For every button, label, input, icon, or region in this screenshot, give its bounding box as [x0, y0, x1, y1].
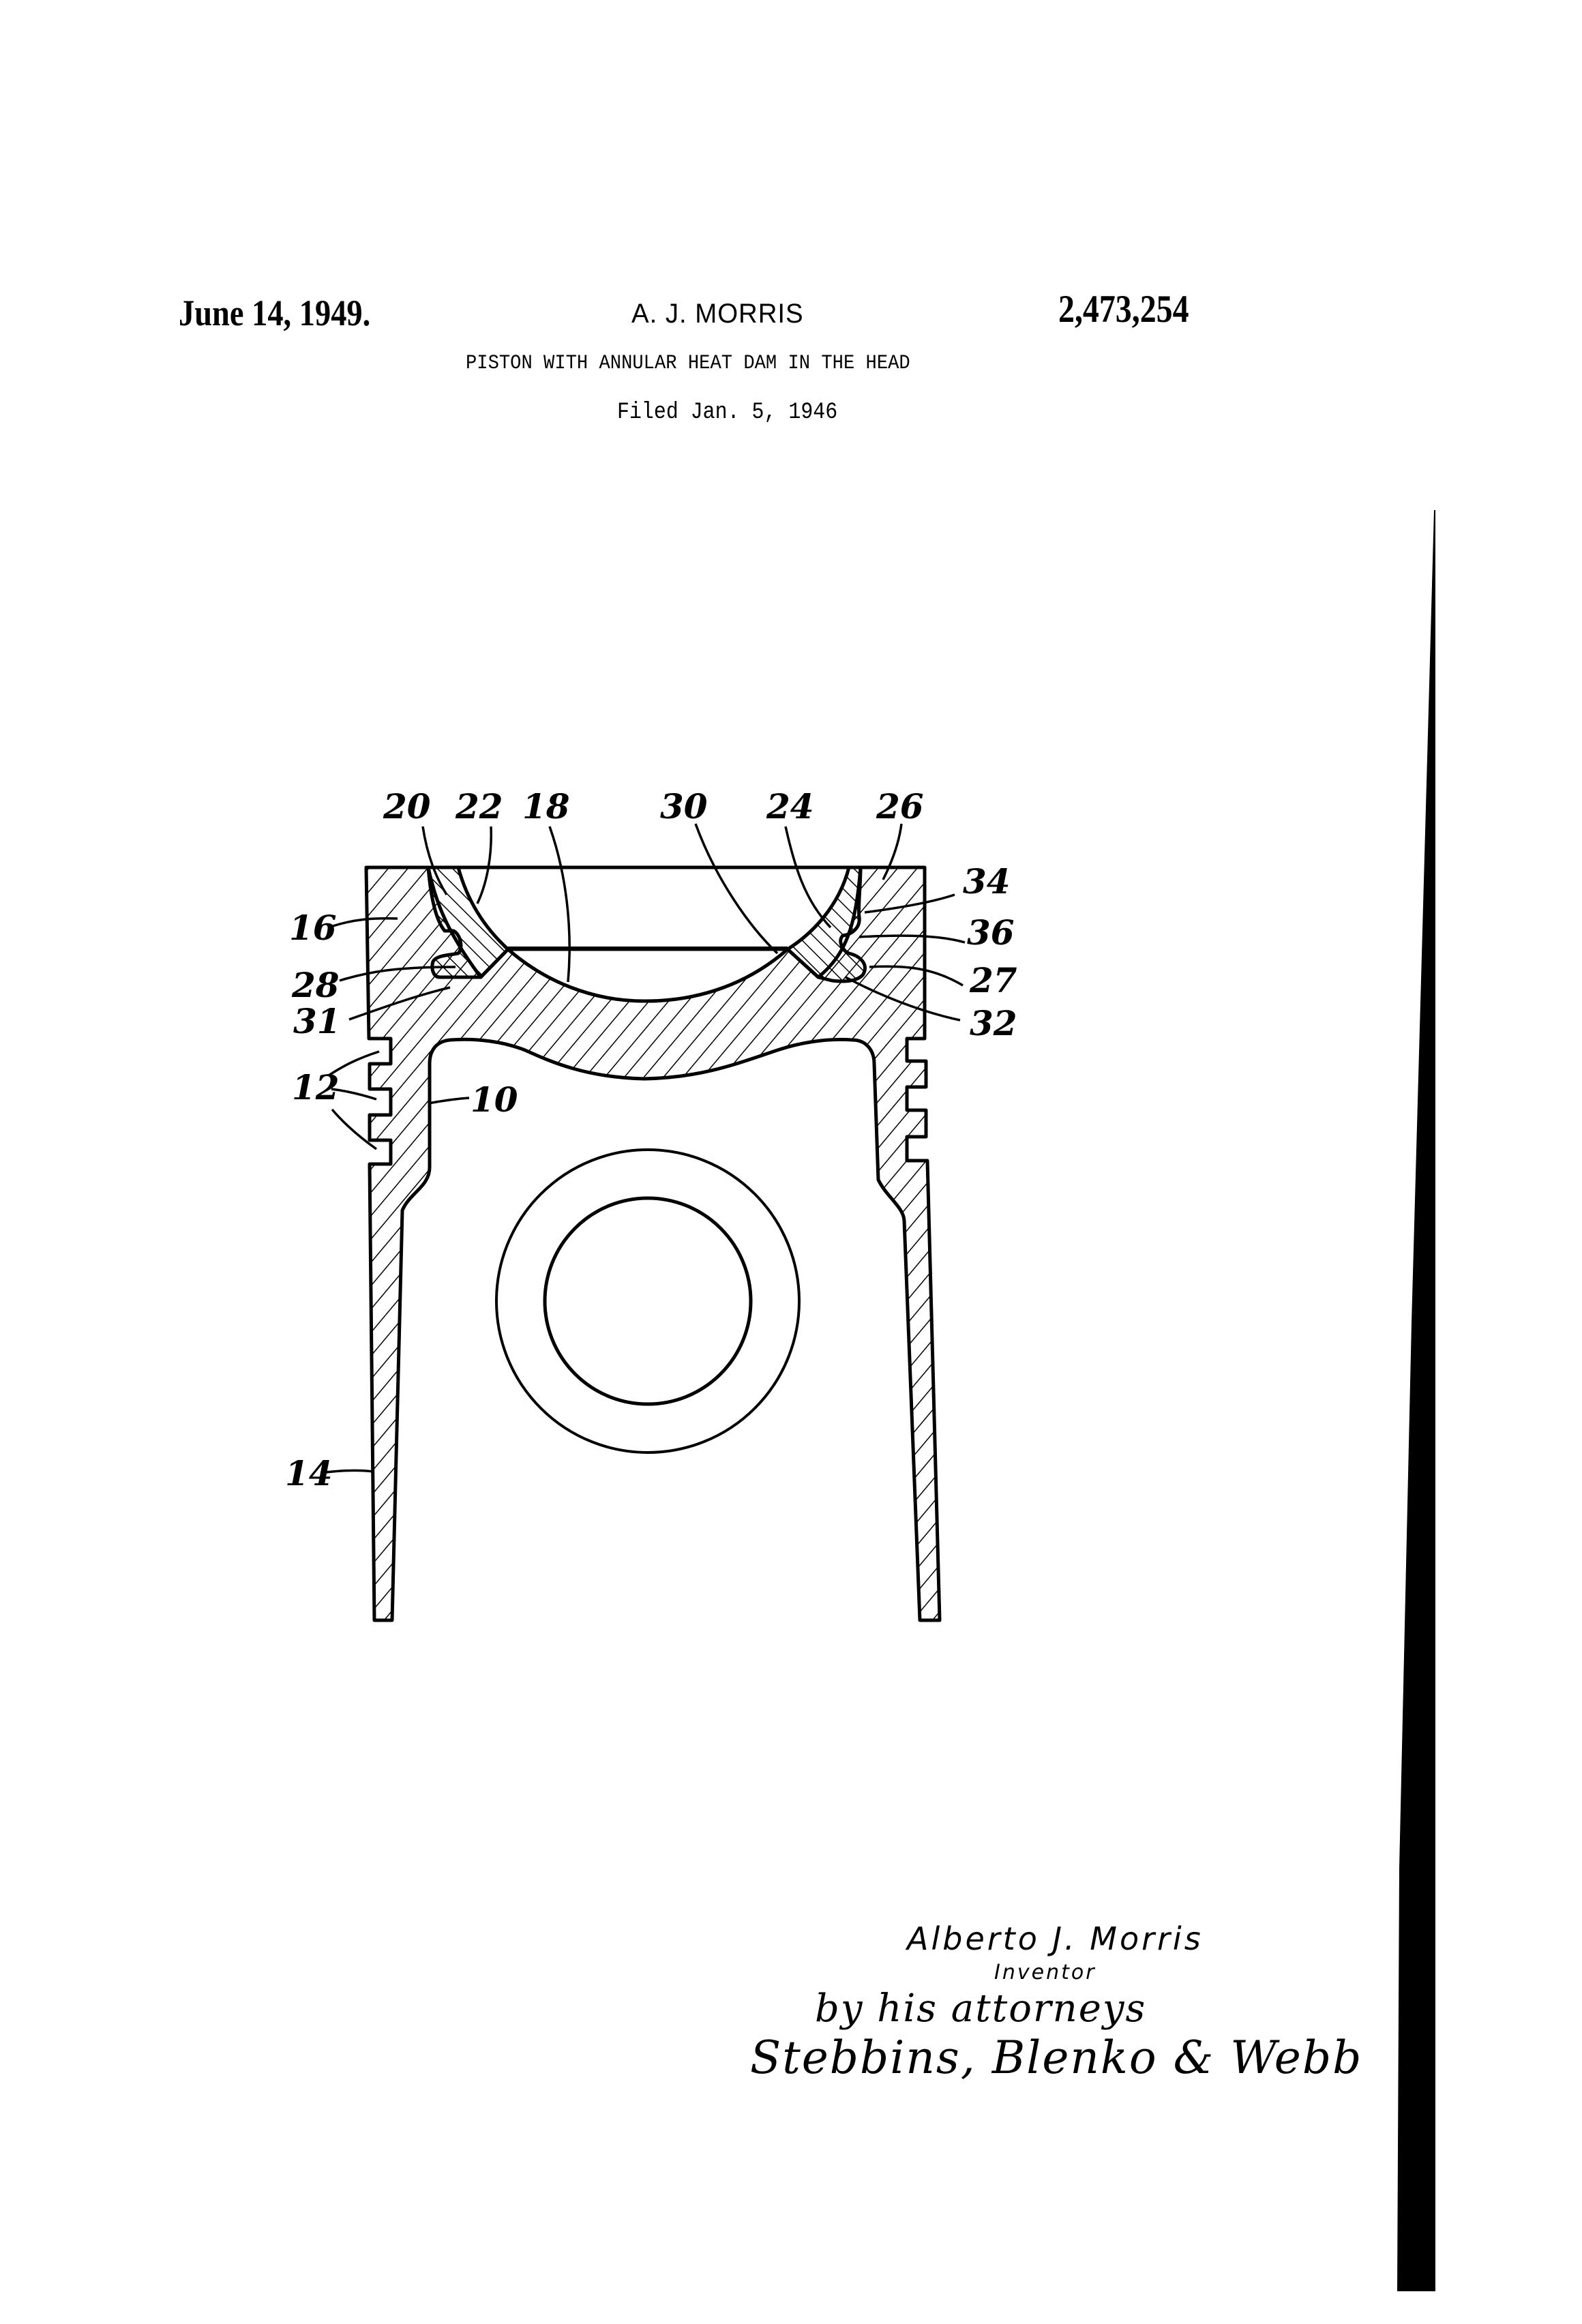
ref-28: 28 — [291, 965, 340, 1005]
ref-34: 34 — [963, 861, 1011, 902]
ref-36: 36 — [967, 912, 1015, 953]
page-edge-shadow — [1397, 510, 1435, 2291]
ref-20: 20 — [383, 786, 431, 826]
attorneys-signature: Stebbins, Blenko & Webb — [750, 2031, 1363, 2084]
ref-12: 12 — [292, 1067, 340, 1107]
inventor-role-label: Inventor — [994, 1961, 1096, 1984]
bowl-floor — [503, 947, 792, 1003]
inventor-header: A. J. MORRIS — [631, 299, 804, 329]
ref-18: 18 — [522, 786, 570, 826]
pin-boss-outer — [495, 1148, 801, 1454]
ref-31: 31 — [293, 1001, 341, 1041]
by-attorneys-line: by his attorneys — [815, 1986, 1147, 2031]
ref-22: 22 — [455, 786, 503, 826]
pin-bore — [543, 1196, 753, 1406]
ref-32: 32 — [970, 1003, 1017, 1043]
ref-27: 27 — [969, 960, 1017, 1000]
leader-lines — [320, 823, 966, 1474]
ref-30: 30 — [660, 786, 708, 826]
issue-date: June 14, 1949. — [179, 293, 371, 333]
ref-10: 10 — [471, 1079, 518, 1120]
ref-16: 16 — [289, 908, 337, 948]
ref-26: 26 — [876, 786, 924, 826]
ref-24: 24 — [766, 786, 814, 826]
ref-14: 14 — [285, 1453, 333, 1493]
patent-title: PISTON WITH ANNULAR HEAT DAM IN THE HEAD — [466, 352, 910, 375]
inventor-signature: Alberto J. Morris — [907, 1920, 1204, 1957]
heat-dam-insert-left — [426, 865, 510, 979]
piston-body — [364, 865, 942, 1622]
patent-number: 2,473,254 — [1058, 288, 1189, 331]
bowl-cavity — [458, 867, 849, 949]
filed-date: Filed Jan. 5, 1946 — [617, 400, 838, 426]
